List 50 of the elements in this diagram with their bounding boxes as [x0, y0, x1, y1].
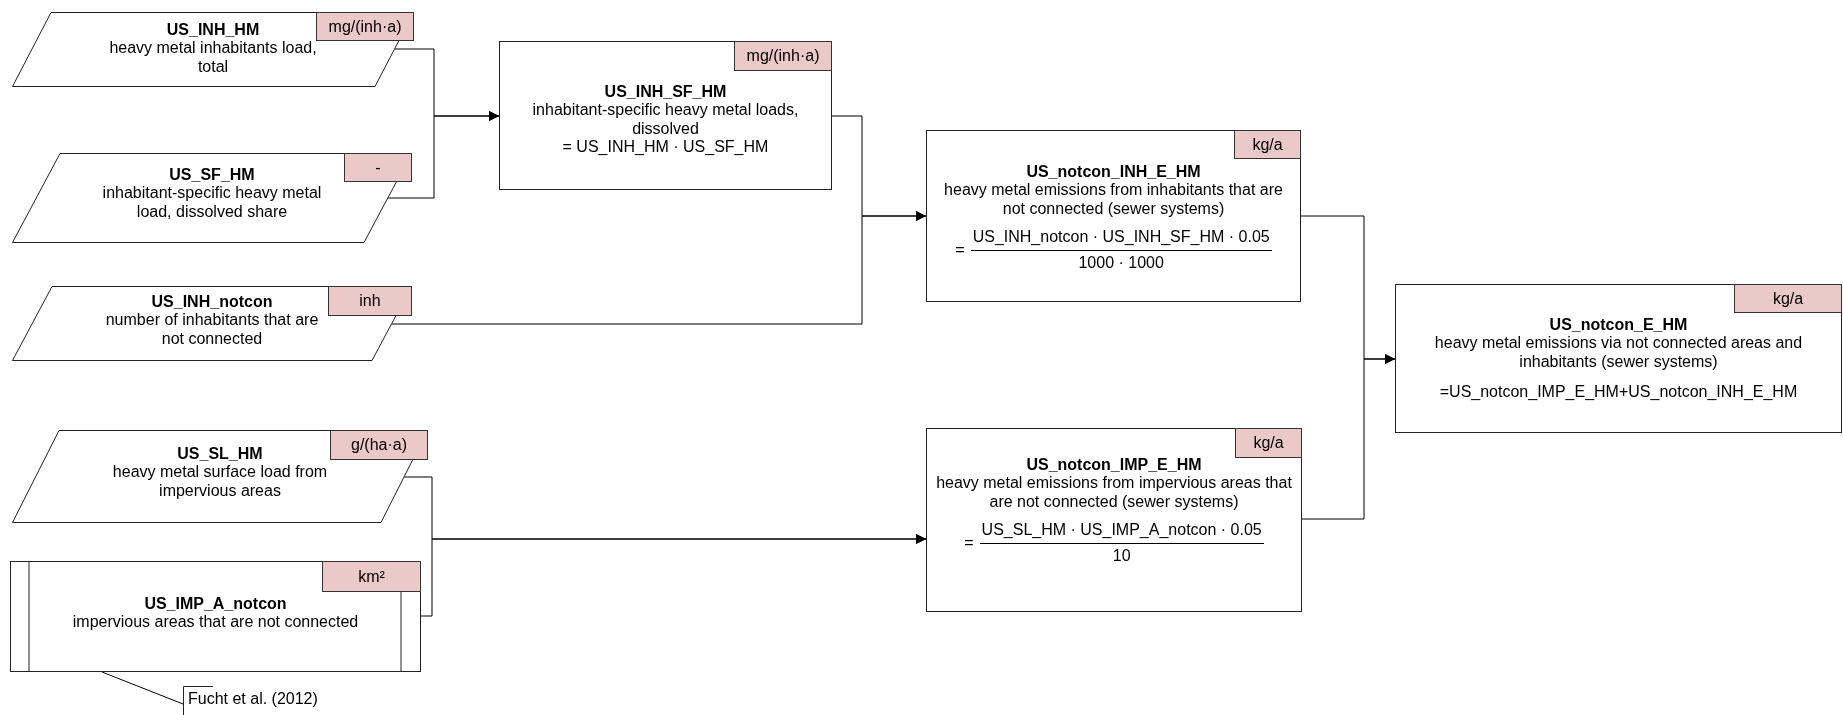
variable-name: US_notcon_E_HM — [1549, 316, 1688, 335]
connector-arrow — [1301, 354, 1396, 520]
description: heavy metal emissions from inhabitants that are not connected (sewer systems) — [943, 181, 1284, 219]
unit-tag: kg/a — [1734, 284, 1842, 313]
input-parallelogram — [12, 286, 412, 361]
predefined-process-box — [10, 561, 421, 672]
equals-sign: = — [964, 533, 974, 553]
variable-name: US_SL_HM — [177, 445, 263, 464]
formula: =US_notcon_IMP_E_HM+US_notcon_INH_E_HM — [1439, 383, 1798, 402]
equals-sign: = — [955, 240, 965, 260]
variable-name: US_SF_HM — [169, 166, 255, 185]
unit-tag: g/(ha·a) — [330, 430, 428, 460]
input-parallelogram — [12, 153, 412, 243]
leader-line — [101, 671, 184, 705]
variable-name: US_INH_HM — [166, 21, 260, 40]
calculation-box — [926, 130, 1301, 302]
description: heavy metal inhabitants load, total — [108, 39, 318, 77]
citation: Fucht et al. (2012) — [187, 689, 319, 708]
description: heavy metal emissions from impervious areas that are not connected (sewer systems) — [935, 474, 1293, 512]
variable-name: US_notcon_INH_E_HM — [1026, 163, 1201, 182]
numerator: US_INH_notcon · US_INH_SF_HM · 0.05 — [970, 228, 1272, 251]
unit-tag: mg/(inh·a) — [734, 41, 832, 71]
connector-arrow — [420, 534, 927, 617]
unit-tag: km² — [322, 561, 421, 592]
calculation-box — [926, 428, 1302, 612]
formula: = US_INH_HM · US_SF_HM — [562, 138, 769, 157]
connector-arrow — [387, 111, 500, 199]
unit-tag: kg/a — [1235, 428, 1302, 458]
description: inhabitant-specific heavy metal load, dissolved share — [101, 184, 323, 222]
variable-name: US_INH_SF_HM — [604, 83, 727, 102]
description: number of inhabitants that are not connected — [104, 311, 320, 349]
unit-tag: kg/a — [1234, 130, 1301, 159]
denominator: 10 — [1112, 545, 1131, 565]
calculation-box — [499, 41, 832, 190]
numerator: US_SL_HM · US_IMP_A_notcon · 0.05 — [979, 521, 1264, 544]
description: inhabitant-specific heavy metal loads, dissolved — [531, 101, 800, 139]
unit-tag: mg/(inh·a) — [316, 12, 414, 41]
variable-name: US_INH_notcon — [151, 293, 273, 312]
variable-name: US_notcon_IMP_E_HM — [1026, 456, 1202, 475]
input-parallelogram — [12, 430, 428, 523]
calculation-box — [1395, 284, 1842, 433]
input-parallelogram — [12, 12, 414, 87]
description: impervious areas that are not connected — [72, 613, 359, 632]
unit-tag: - — [344, 153, 412, 182]
unit-tag: inh — [328, 286, 412, 316]
connector-arrow — [391, 211, 927, 325]
variable-name: US_IMP_A_notcon — [144, 595, 287, 614]
description: heavy metal emissions via not connected areas and inhabitants (sewer systems) — [1433, 334, 1804, 372]
denominator: 1000 · 1000 — [1078, 252, 1164, 272]
description: heavy metal surface load from impervious areas — [111, 463, 329, 501]
